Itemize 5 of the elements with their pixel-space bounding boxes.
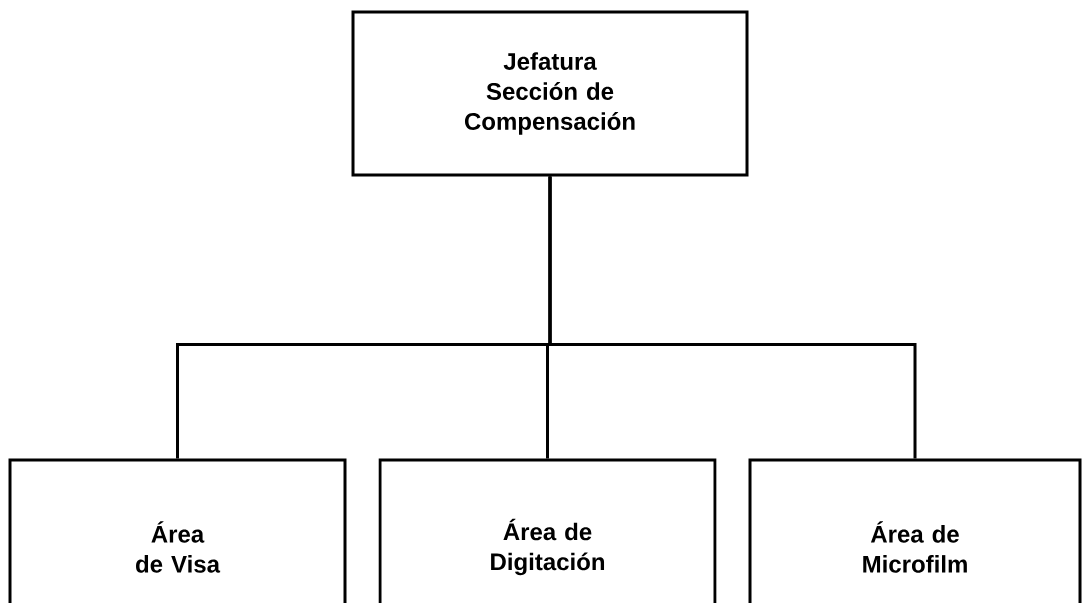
org-box: Área de Digitación [378, 458, 717, 603]
org-box: Área de Visa [8, 458, 347, 603]
org-box: Jefatura Sección de Compensación [351, 10, 749, 177]
org-box: Área de Microfilm [748, 458, 1082, 603]
connector-line [548, 176, 917, 459]
